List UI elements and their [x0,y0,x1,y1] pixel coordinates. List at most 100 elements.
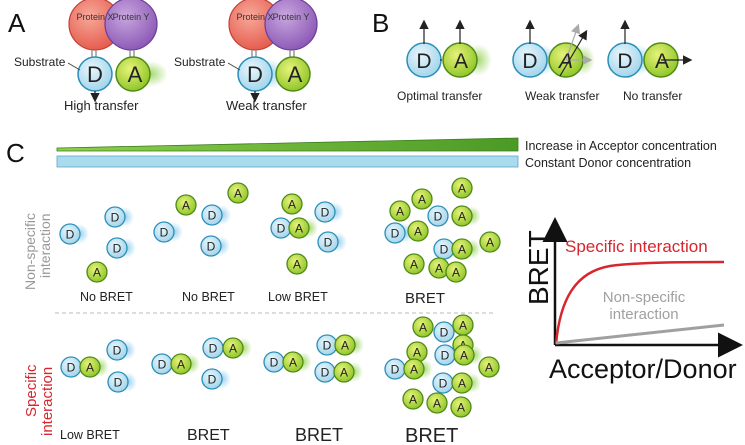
acceptor-bar-label: Increase in Acceptor concentration [525,139,717,153]
donor-molecule-letter: D [321,366,330,380]
donor-molecule-letter: D [111,211,120,225]
nonspecific-col4-label: BRET [405,290,445,307]
dipole-arrow-faded [565,23,581,61]
acceptor-molecule-letter: A [458,243,466,257]
donor-molecule-letter: D [113,242,122,256]
nonspecific-col3-label: Low BRET [268,290,328,304]
donor-letter: D [87,62,103,87]
panel-a-letter: A [8,8,26,38]
high-transfer-complex: Protein X Protein Y D A Substrate High t… [14,0,168,113]
donor-molecule-letter: D [440,326,449,340]
protein-y-circle [104,0,158,51]
acceptor-molecule-letter: A [433,397,441,411]
donor-molecule [200,235,222,257]
specific-col3-label: BRET [295,425,343,445]
donor-molecule [317,231,339,253]
donor-molecule-letter: D [209,342,218,356]
specific-curve [554,260,725,345]
optimal-transfer-label: Optimal transfer [397,89,482,103]
acceptor-molecule [451,372,473,394]
donor-molecule [107,371,129,393]
donor-molecule-letter: D [113,344,122,358]
acceptor-molecule-letter: A [435,262,443,276]
donor-letter: D [247,62,263,87]
no-transfer-pair: D A No transfer [607,19,693,103]
donor-molecule-letter: D [208,209,217,223]
nonspecific-label-line1: Non-specific [603,289,686,306]
donor-molecule [314,201,336,223]
donor-molecule-letter: D [391,363,400,377]
donor-molecule-letter: D [434,210,443,224]
donor-molecule-letter: D [208,373,217,387]
specific-col2-label: BRET [187,427,230,444]
donor-molecule [433,321,455,343]
acceptor-molecule-letter: A [458,182,466,196]
nonspecific-label-line2: interaction [609,306,678,323]
donor-constant-bar [56,155,519,168]
acceptor-molecule [170,353,192,375]
acceptor-molecule [403,253,425,275]
acceptor-molecule-letter: A [410,258,418,272]
no-transfer-label: No transfer [623,89,682,103]
acceptor-molecule [282,351,304,373]
donor-letter: D [617,50,632,73]
weak-transfer-label: Weak transfer [525,89,599,103]
donor-molecule-letter: D [67,361,76,375]
acceptor-molecule-letter: A [452,266,460,280]
acceptor-letter: A [655,50,669,73]
row-specific-label-line2: interaction [39,367,56,436]
acceptor-molecule [407,220,429,242]
acceptor-molecule [412,316,434,338]
acceptor-molecule [478,356,500,378]
donor-molecule [153,221,175,243]
acceptor-letter: A [128,62,143,87]
acceptor-molecule [288,217,310,239]
acceptor-letter: A [557,50,573,73]
dipole-arrow [559,29,588,77]
x-axis-label: Acceptor/Donor [549,354,737,384]
acceptor-molecule-letter: A [289,356,297,370]
row-nonspecific-label-line2: interaction [37,213,53,278]
donor-molecule-letter: D [441,349,450,363]
weak-transfer-complex: Protein X Protein Y D A Substrate Weak t… [174,0,318,113]
acceptor-molecule [389,200,411,222]
donor-molecule-letter: D [158,358,167,372]
acceptor-molecule-letter: A [458,210,466,224]
acceptor-circle [275,56,311,92]
donor-molecule-letter: D [440,243,449,257]
acceptor-letter: A [288,62,303,87]
acceptor-molecule-letter: A [182,199,190,213]
donor-molecule-letter: D [114,376,123,390]
acceptor-molecule-letter: A [458,377,466,391]
weak-transfer-label: Weak transfer [226,98,307,113]
acceptor-molecule-letter: A [177,358,185,372]
acceptor-molecule-letter: A [460,349,468,363]
donor-molecule [201,204,223,226]
donor-molecule-letter: D [391,227,400,241]
donor-letter: D [416,50,431,73]
substrate-pointer [67,62,81,71]
acceptor-molecule [411,188,433,210]
acceptor-molecule-letter: A [396,205,404,219]
specific-col1-label: Low BRET [60,428,120,442]
acceptor-molecule-letter: A [457,401,465,415]
donor-molecule [427,205,449,227]
panel-b-letter: B [372,8,389,38]
substrate-pointer [227,62,241,71]
acceptor-molecule-letter: A [418,193,426,207]
acceptor-circle [115,56,151,92]
row-specific-label-line1: Specific [23,364,40,417]
nonspecific-col1-label: No BRET [80,290,133,304]
acceptor-molecule-letter: A [485,361,493,375]
acceptor-molecule [79,356,101,378]
bret-curve-graph: BRET Acceptor/Donor Specific interaction… [523,217,743,384]
y-axis-label: BRET [523,230,554,305]
donor-molecule [384,222,406,244]
acceptor-molecule [175,194,197,216]
specific-curve-label: Specific interaction [565,237,708,256]
acceptor-molecule [281,193,303,215]
acceptor-molecule [453,344,475,366]
protein-y-circle [264,0,318,51]
substrate-label: Substrate [174,55,226,69]
